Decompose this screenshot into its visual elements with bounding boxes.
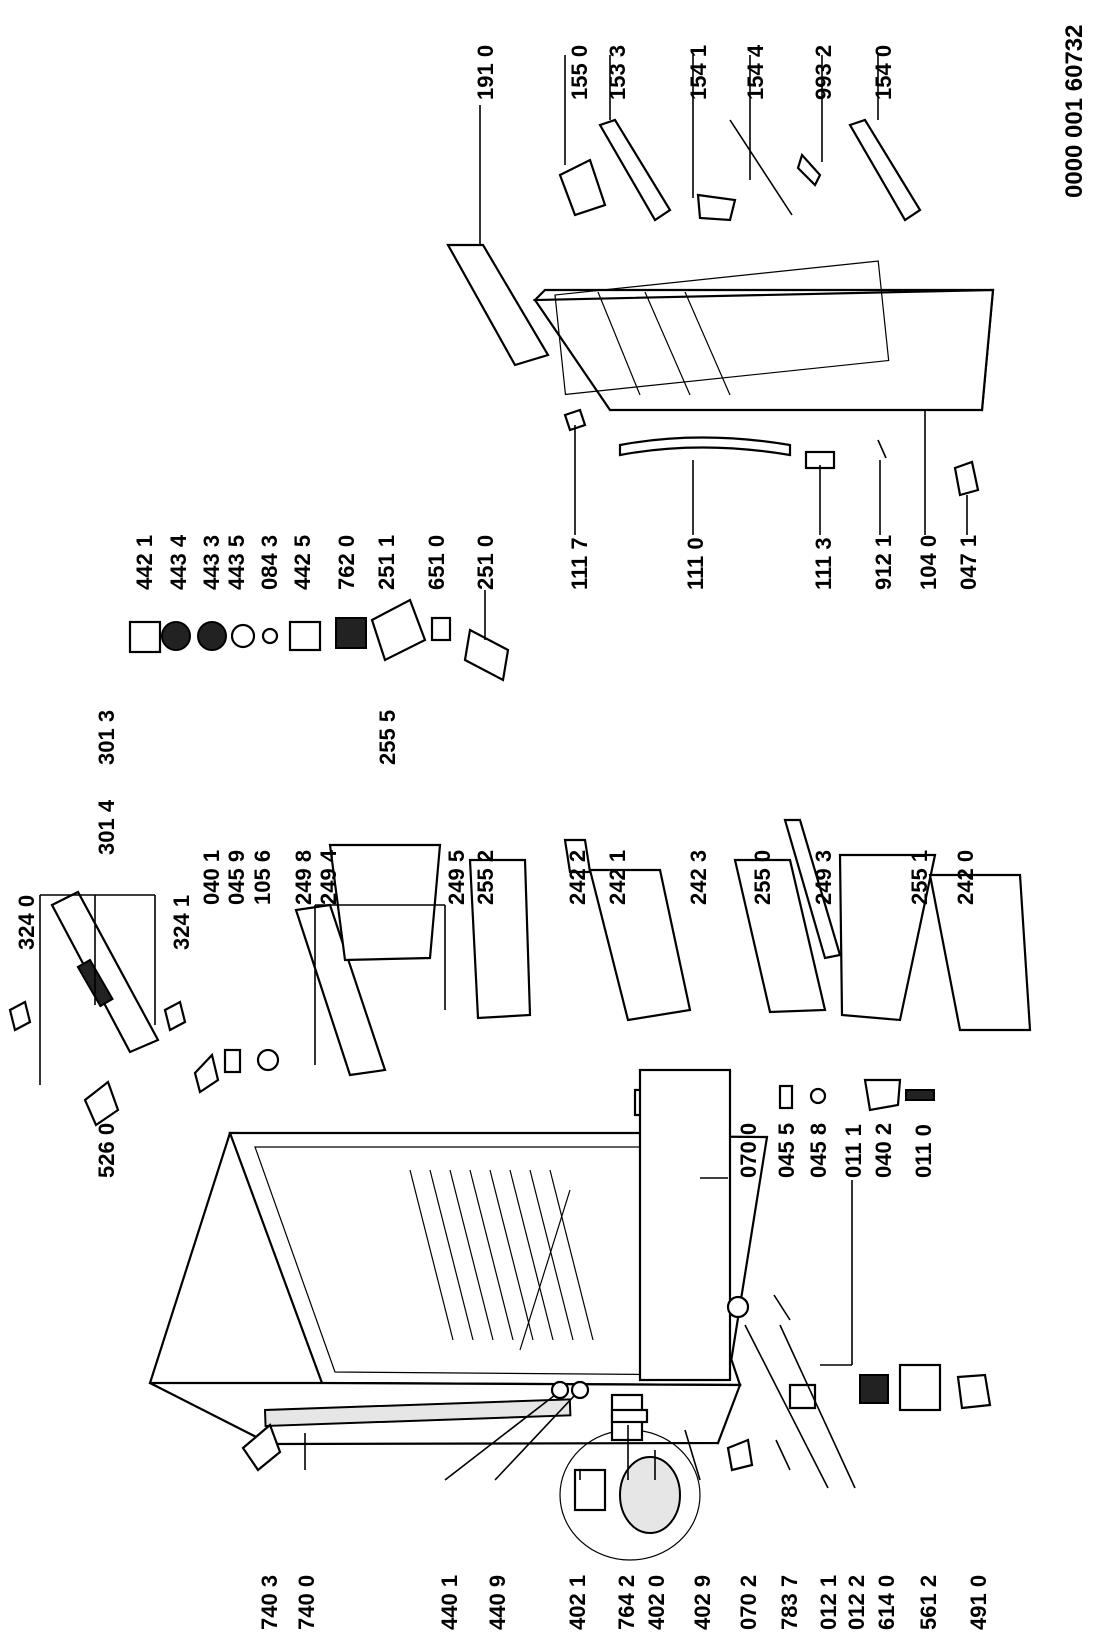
door-drawing <box>446 243 995 412</box>
label-402-1: 402 1 <box>565 1575 590 1630</box>
leader-lines <box>39 55 968 1489</box>
label-249-3: 249 3 <box>811 850 836 905</box>
label-242-3: 242 3 <box>686 850 711 905</box>
label-040-1: 040 1 <box>199 850 224 905</box>
loose-parts-drawing <box>610 1294 992 1472</box>
label-047-1: 047 1 <box>956 535 981 590</box>
label-011-0: 011 0 <box>911 1124 936 1178</box>
label-443-5: 443 5 <box>224 535 249 590</box>
label-155-0: 155 0 <box>567 45 592 100</box>
label-249-5: 249 5 <box>444 850 469 905</box>
document-code: 0000 001 60732 <box>1061 24 1088 198</box>
label-740-0: 740 0 <box>294 1575 319 1630</box>
label-301-3: 301 3 <box>94 710 119 765</box>
label-191-0: 191 0 <box>473 45 498 100</box>
label-442-1: 442 1 <box>132 535 157 590</box>
label-249-4: 249 4 <box>316 849 341 905</box>
label-402-9: 402 9 <box>690 1575 715 1630</box>
label-154-4: 154 4 <box>743 44 768 100</box>
label-443-3: 443 3 <box>199 535 224 590</box>
label-993-2: 993 2 <box>811 45 836 100</box>
label-324-0: 324 0 <box>14 895 39 950</box>
label-111-3: 111 3 <box>811 537 836 590</box>
label-740-3: 740 3 <box>257 1575 282 1630</box>
label-104-0: 104 0 <box>916 535 941 590</box>
label-045-8: 045 8 <box>806 1123 831 1178</box>
label-111-7: 111 7 <box>567 537 592 590</box>
label-153-3: 153 3 <box>605 45 630 100</box>
label-045-9: 045 9 <box>224 850 249 905</box>
label-324-1: 324 1 <box>169 895 194 950</box>
label-783-7: 783 7 <box>777 1575 802 1630</box>
label-255-1: 255 1 <box>907 850 932 905</box>
top-hinge-assembly-drawing <box>8 890 280 1127</box>
label-255-2: 255 2 <box>473 850 498 905</box>
label-614-0: 614 0 <box>874 1575 899 1630</box>
label-443-4: 443 4 <box>166 534 191 590</box>
label-040-2: 040 2 <box>871 1123 896 1178</box>
label-242-0: 242 0 <box>953 850 978 905</box>
label-440-1: 440 1 <box>437 1575 462 1630</box>
label-242-1: 242 1 <box>605 850 630 905</box>
label-442-5: 442 5 <box>290 535 315 590</box>
bottom-hinge-drawing <box>638 1068 935 1410</box>
label-491-0: 491 0 <box>966 1575 991 1630</box>
label-251-1: 251 1 <box>374 535 399 590</box>
label-070-2: 070 2 <box>736 1575 761 1630</box>
label-255-0: 255 0 <box>750 850 775 905</box>
shelves-drawing <box>294 818 1032 1117</box>
label-154-1: 154 1 <box>686 45 711 100</box>
label-084-3: 084 3 <box>257 535 282 590</box>
label-440-9: 440 9 <box>485 1575 510 1630</box>
label-561-2: 561 2 <box>916 1575 941 1630</box>
part-labels: 324 0 301 4 301 3 324 1 526 0 040 1 045 … <box>14 24 1088 1630</box>
label-764-2: 764 2 <box>614 1575 639 1630</box>
label-012-1: 012 1 <box>816 1575 841 1630</box>
cabinet-drawing <box>148 1131 769 1561</box>
label-105-6: 105 6 <box>250 850 275 905</box>
label-301-4: 301 4 <box>94 799 119 855</box>
label-251-0: 251 0 <box>473 535 498 590</box>
label-242-2: 242 2 <box>565 850 590 905</box>
label-045-5: 045 5 <box>774 1123 799 1178</box>
label-651-0: 651 0 <box>424 535 449 590</box>
label-249-8: 249 8 <box>291 850 316 905</box>
label-070-0: 070 0 <box>736 1123 761 1178</box>
label-912-1: 912 1 <box>871 535 896 590</box>
door-accessories-drawing <box>558 118 922 222</box>
label-526-0: 526 0 <box>94 1123 119 1178</box>
control-parts-drawing <box>128 598 510 682</box>
label-111-0: 111 0 <box>683 537 708 590</box>
label-154-0: 154 0 <box>871 45 896 100</box>
label-402-0: 402 0 <box>644 1575 669 1630</box>
label-012-2: 012 2 <box>844 1575 869 1630</box>
label-762-0: 762 0 <box>334 535 359 590</box>
door-parts-drawing <box>563 408 980 497</box>
label-011-1: 011 1 <box>841 1124 866 1178</box>
label-255-5: 255 5 <box>375 710 400 765</box>
